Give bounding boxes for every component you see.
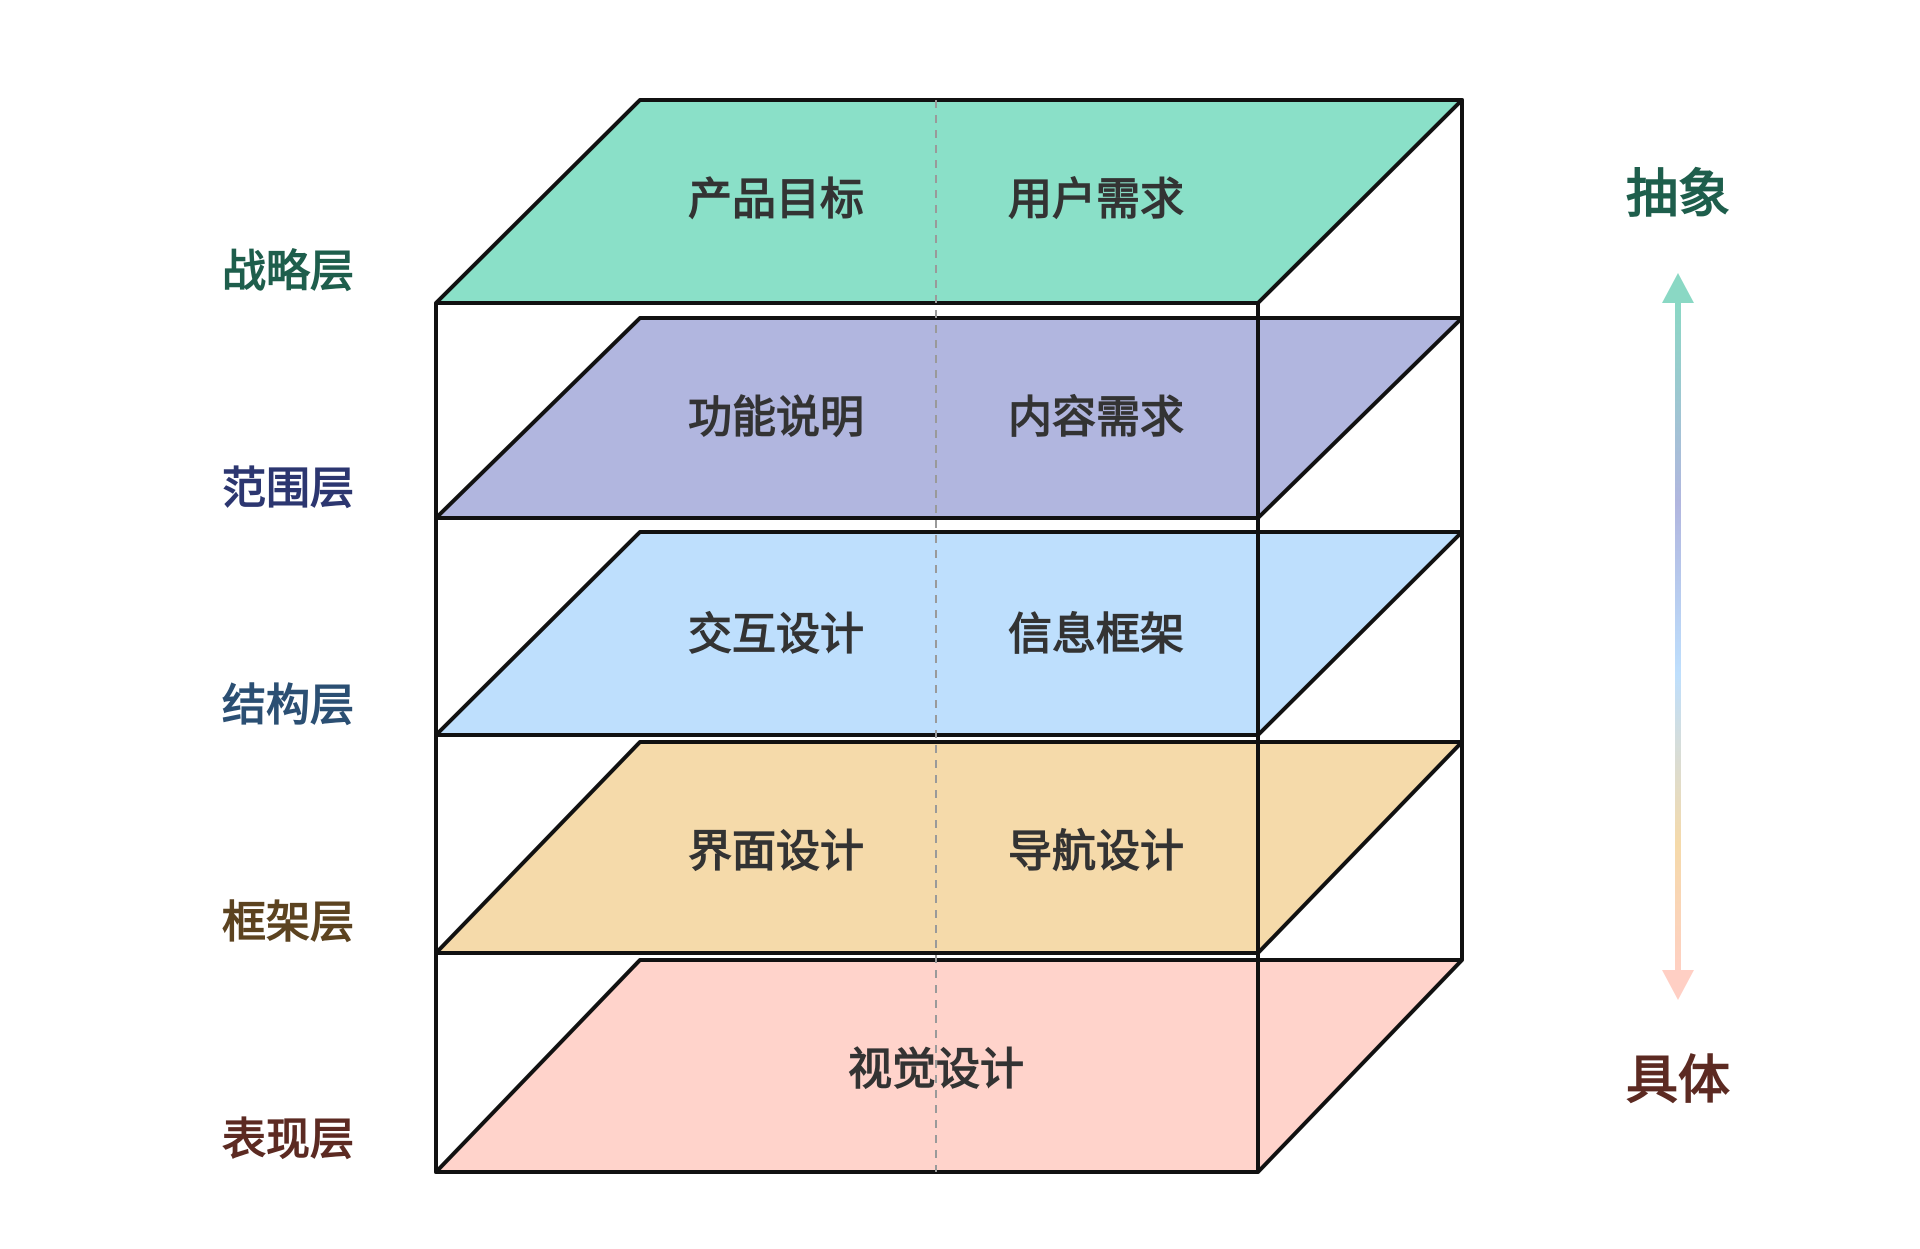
- layer-label-skeleton: 框架层: [222, 897, 354, 948]
- layer-label-strategy: 战略层: [222, 246, 354, 297]
- axis-top-label: 抽象: [1626, 165, 1730, 225]
- plane-item: 功能说明: [688, 392, 864, 443]
- axis-bottom-label: 具体: [1626, 1051, 1730, 1111]
- plane-skeleton: [436, 742, 1462, 953]
- plane-strategy: [436, 100, 1462, 303]
- layer-labels: 战略层 范围层 结构层 框架层 表现层: [222, 246, 354, 1165]
- layer-planes: [436, 100, 1462, 1172]
- abstraction-axis: 抽象 具体: [1626, 165, 1730, 1111]
- arrow-up-icon: [1662, 273, 1694, 303]
- plane-item: 内容需求: [1008, 392, 1184, 443]
- plane-item: 信息框架: [1008, 609, 1184, 660]
- arrow-down-icon: [1662, 970, 1694, 1000]
- plane-scope: [436, 318, 1462, 518]
- axis-line: [1675, 300, 1681, 980]
- plane-item: 导航设计: [1008, 826, 1184, 877]
- plane-item: 用户需求: [1008, 174, 1184, 225]
- layer-label-scope: 范围层: [222, 463, 354, 514]
- plane-item: 界面设计: [688, 826, 864, 877]
- layer-label-structure: 结构层: [222, 680, 354, 731]
- plane-item: 交互设计: [688, 609, 864, 660]
- layer-label-surface: 表现层: [222, 1114, 354, 1165]
- plane-texts: 产品目标 用户需求 功能说明 内容需求 交互设计 信息框架 界面设计 导航设计 …: [688, 174, 1184, 1095]
- plane-surface: [436, 960, 1462, 1172]
- plane-structure: [436, 532, 1462, 735]
- plane-item: 产品目标: [688, 174, 864, 225]
- plane-item: 视觉设计: [848, 1044, 1024, 1095]
